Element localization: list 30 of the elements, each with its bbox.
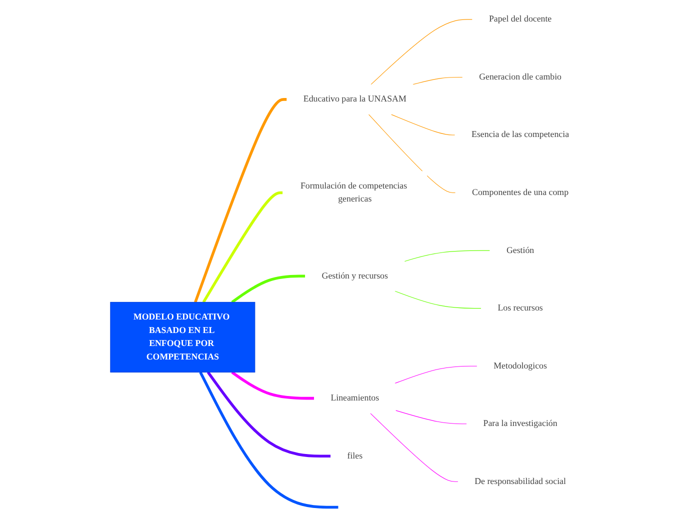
node-text: Los recursos (498, 303, 544, 313)
connector (232, 371, 314, 400)
connector (194, 98, 288, 303)
node-text: Componentes de una comp (472, 188, 569, 198)
node-text: Metodologicos (494, 361, 548, 371)
node-text: Generacion dle cambio (479, 72, 562, 82)
connector (413, 76, 464, 85)
node-text: De responsabilidad social (475, 476, 566, 486)
connector (391, 114, 456, 136)
connector (202, 191, 284, 303)
connector (371, 19, 473, 85)
connector (404, 250, 490, 262)
connector (395, 366, 478, 384)
node-text: Educativo para la UNASAM (304, 94, 407, 104)
node-text: Gestión y recursos (322, 271, 388, 281)
connector (396, 410, 468, 424)
node-text: Esencia de las competencia (472, 130, 570, 140)
node-text: Papel del docente (489, 14, 552, 24)
connector (370, 413, 459, 482)
node-text: files (348, 451, 363, 461)
node-text: Gestión (506, 246, 535, 255)
connector (368, 114, 456, 194)
connector (395, 290, 482, 309)
connector (200, 372, 339, 509)
node-text: Formulación de competencias genericas (300, 181, 408, 204)
node-text: Para la investigación (484, 418, 558, 428)
node-text: Lineamientos (331, 393, 380, 403)
connector (232, 274, 306, 304)
connector (207, 371, 331, 458)
node-box: MODELO EDUCATIVO BASADO EN EL ENFOQUE POR COMPETENCIAS (110, 302, 256, 372)
